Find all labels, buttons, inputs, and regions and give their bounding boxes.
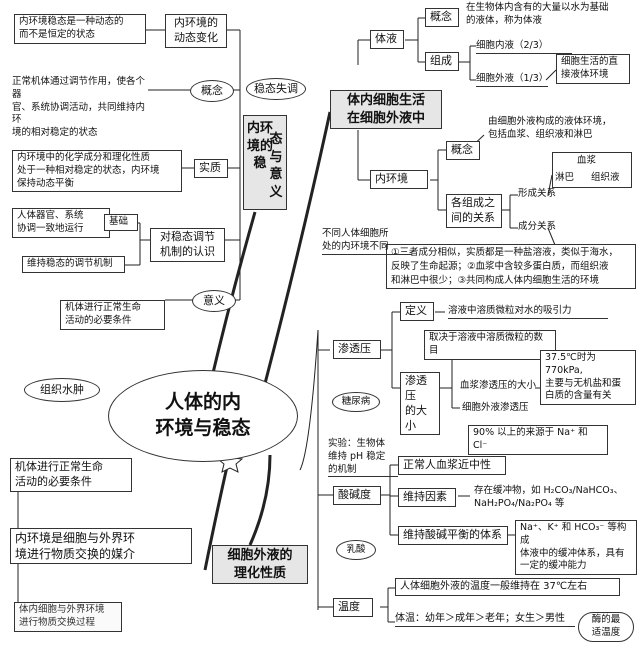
temperature-text: 人体细胞外液的温度一般维持在 37℃左右: [395, 578, 620, 596]
ecf-properties-node: 细胞外液的 理化性质: [212, 545, 308, 585]
temperature-compare: 体温：幼年＞成年＞老年；女生＞男性: [395, 612, 575, 627]
extracellular-fluid: 细胞外液（1/3）: [476, 73, 548, 87]
osmotic-size-label: 渗透压 的大小: [400, 372, 440, 436]
ph-label: 酸碱度: [333, 486, 381, 505]
center-title: 人体的内 环境与稳态: [108, 370, 298, 462]
stability-meaning-main: 态与 意义: [269, 132, 283, 200]
osmotic-value-text: 37.5℃时为 770kPa, 主要与无机盐和蛋 白质的含量有关: [540, 350, 636, 406]
dynamic-change-text: 内环境稳态是一种动态的 而不是恒定的状态: [14, 14, 146, 44]
lactic-text: 乳酸: [346, 543, 366, 555]
concept-label: 概念: [190, 80, 234, 102]
osmotic-def-text: 溶液中溶质微粒对水的吸引力: [448, 305, 608, 319]
stability-imbalance-text: 稳态失调: [254, 81, 298, 95]
env-concept-text: 由细胞外液构成的液体环境， 包括血浆、组织液和淋巴: [488, 116, 612, 140]
composition-explanation: ①三者成分相似，实质都是一种盐溶液，类似于海水， 反映了生命起源；②血浆中含较多…: [386, 244, 636, 290]
internal-env-label: 内环境: [370, 170, 428, 189]
ph-experiment: 实验：生物体 维持 pH 稳定 的机制: [328, 438, 398, 478]
body-fluid-label: 体液: [370, 30, 404, 49]
meaning-label-text: 意义: [203, 293, 225, 307]
enzyme-optimal-temp: 酶的最 适温度: [578, 612, 634, 642]
na-cl-source: 90% 以上的来源于 Na⁺ 和 Cl⁻: [468, 425, 608, 455]
concept-text: 正常机体通过调节作用，使各个器 官、系统协调活动，共同维持内环 境的相对稳定的状…: [12, 76, 146, 139]
stability-imbalance-tag: 稳态失调: [246, 78, 306, 100]
cell-osmotic: 细胞外液渗透压: [462, 402, 529, 413]
ph-system-text: Na⁺、K⁺ 和 HCO₃⁻ 等构成 体液中的缓冲体系，具有 一定的缓冲能力: [515, 520, 637, 576]
basis-text: 人体器官、系统 协调一致地运行: [12, 208, 110, 238]
tissue-edema-tag: 组织水肿: [24, 378, 100, 402]
tissue-edema-text: 组织水肿: [40, 382, 84, 396]
stability-meaning-side: 内环 境的 稳: [247, 121, 274, 172]
osmotic-def-label: 定义: [400, 302, 434, 321]
different-cells-env: 不同人体细胞所 处的内环境不同: [322, 228, 412, 255]
temperature-label: 温度: [333, 598, 373, 617]
dynamic-change-label: 内环境的 动态变化: [165, 14, 227, 48]
extracellular-note: 细胞生活的直 接液体环境: [556, 54, 630, 84]
plasma-text: 血浆: [577, 155, 597, 166]
bf-composition-label: 组成: [425, 52, 459, 71]
lactic-tag: 乳酸: [336, 540, 376, 560]
lymph-text: 淋巴: [555, 172, 575, 183]
exchange-medium: 内环境是细胞与外界环 境进行物质交换的媒介: [10, 528, 192, 565]
cells-in-ecf-node: 体内细胞生活 在细胞外液中: [330, 90, 442, 130]
ph-system-label: 维持酸碱平衡的体系: [398, 526, 508, 545]
meaning-text: 机体进行正常生命 活动的必要条件: [60, 300, 165, 330]
basis-label: 基础: [104, 214, 138, 231]
comp-relation: 成分关系: [518, 221, 557, 232]
meaning-label: 意义: [192, 290, 236, 312]
intracellular-fluid: 细胞内液（2/3）: [476, 40, 572, 54]
ph-buffer-text: 存在缓冲物，如 H₂CO₃/NaHCO₃、 NaH₂PO₄/Na₂PO₄ 等: [470, 484, 636, 512]
bf-concept-label: 概念: [425, 8, 459, 27]
necessary-condition: 机体进行正常生命 活动的必要条件: [10, 458, 132, 492]
ph-factor-label: 维持因素: [398, 488, 456, 507]
stability-meaning-node: 内环 境的 稳 态与 意义: [243, 115, 287, 210]
osmotic-size-text: 取决于溶液中溶质微粒的数目: [424, 330, 556, 360]
tissue-fluid-text: 组织液: [591, 172, 620, 183]
ph-normal: 正常人血浆近中性: [398, 456, 506, 475]
bf-concept-text: 在生物体内含有的大量以水为基础 的液体，称为体液: [466, 2, 609, 26]
plasma-osmotic: 血浆渗透压的大小: [460, 380, 537, 391]
osmotic-label: 渗透压: [333, 340, 381, 359]
plasma-tissue-lymph: 血浆 淋巴 组织液: [552, 152, 632, 188]
concept-label-text: 概念: [201, 83, 223, 97]
center-title-text: 人体的内 环境与稳态: [155, 391, 251, 439]
essence-text: 内环境中的化学成分和理化性质 处于一种相对稳定的状态，内环境 保持动态平衡: [12, 150, 182, 193]
env-concept-label: 概念: [446, 141, 480, 160]
form-relation: 形成关系: [518, 188, 557, 199]
mechanism-label: 对稳态调节 机制的认识: [150, 228, 225, 262]
exchange-process: 体内细胞与外界环境 进行物质交换过程: [14, 602, 122, 632]
essence-label: 实质: [194, 159, 228, 178]
relation-label: 各组成之 间的关系: [446, 194, 502, 228]
maintain-mechanism: 维持稳态的调节机制: [22, 256, 125, 273]
diabetes-text: 糖尿病: [341, 395, 371, 407]
diabetes-tag: 糖尿病: [332, 392, 380, 412]
